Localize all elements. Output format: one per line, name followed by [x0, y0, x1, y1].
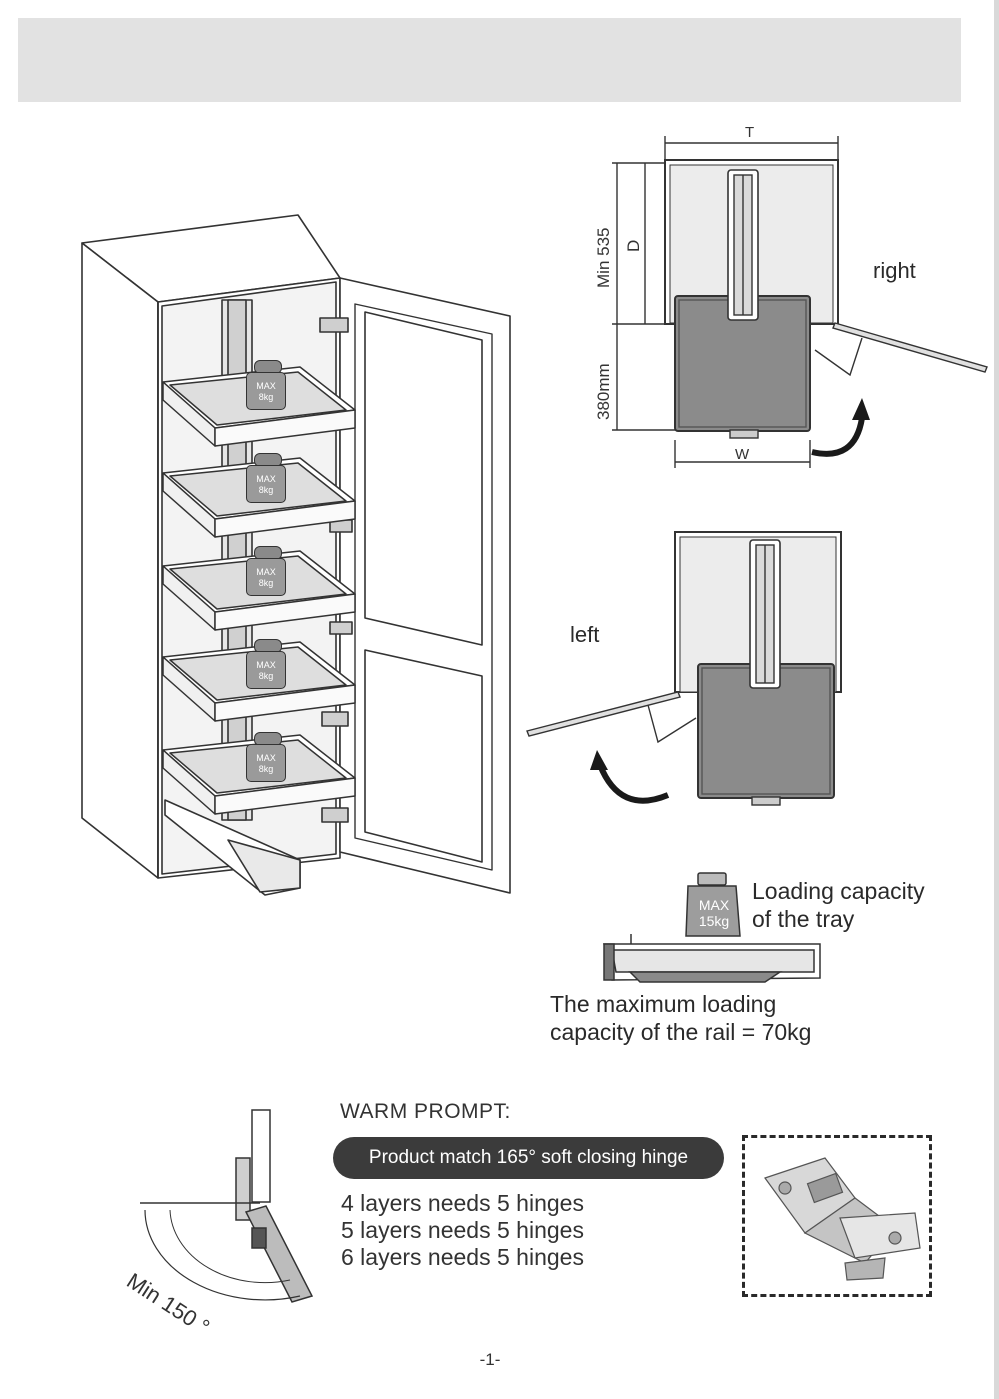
tray-capacity-line2: of the tray — [752, 906, 855, 932]
weight-value-label: 8kg — [258, 764, 274, 774]
rail-capacity-line2: capacity of the rail = 70kg — [550, 1019, 812, 1045]
dimension-w-label: W — [735, 446, 750, 463]
header-band — [18, 18, 961, 102]
hinge-pill: Product match 165° soft closing hinge — [333, 1137, 724, 1179]
layers-line-4: 4 layers needs 5 hinges — [341, 1190, 584, 1216]
rail-capacity-line1: The maximum loading — [550, 991, 777, 1017]
layers-line-6: 6 layers needs 5 hinges — [341, 1244, 584, 1270]
layers-line-5: 5 layers needs 5 hinges — [341, 1217, 584, 1243]
weight-max-label: MAX — [256, 381, 276, 391]
weight-value-label: 8kg — [258, 671, 274, 681]
left-label: left — [570, 622, 600, 647]
weight-value-label: 8kg — [258, 485, 274, 495]
page-number: -1- — [479, 1350, 501, 1369]
weight-max-label: MAX — [256, 474, 276, 484]
weight-max-label: MAX — [256, 567, 276, 577]
weight-max-label: MAX — [698, 897, 730, 913]
hinge-photo — [764, 1157, 921, 1281]
weight-value-label: 8kg — [258, 392, 274, 402]
rail-capacity-caption: The maximum loading capacity of the rail… — [550, 990, 811, 1046]
hinge-photo-frame — [742, 1135, 932, 1297]
weight-value-label: 8kg — [258, 578, 274, 588]
layers-list: 4 layers needs 5 hinges 5 layers needs 5… — [341, 1190, 584, 1271]
weight-icon — [685, 885, 741, 937]
weight-max-label: MAX — [256, 660, 276, 670]
tray-capacity-caption: Loading capacity of the tray — [752, 877, 925, 933]
weight-icon-text: MAX 15kg — [688, 897, 740, 929]
tray-capacity-line1: Loading capacity — [752, 878, 925, 904]
dimension-t-label: T — [745, 124, 755, 141]
warm-prompt-title: WARM PROMPT: — [340, 1100, 511, 1123]
weight-icon-knob — [697, 872, 727, 886]
weight-value-label: 15kg — [698, 913, 730, 929]
right-label: right — [873, 258, 916, 283]
page-edge — [994, 0, 999, 1399]
weight-max-label: MAX — [256, 753, 276, 763]
